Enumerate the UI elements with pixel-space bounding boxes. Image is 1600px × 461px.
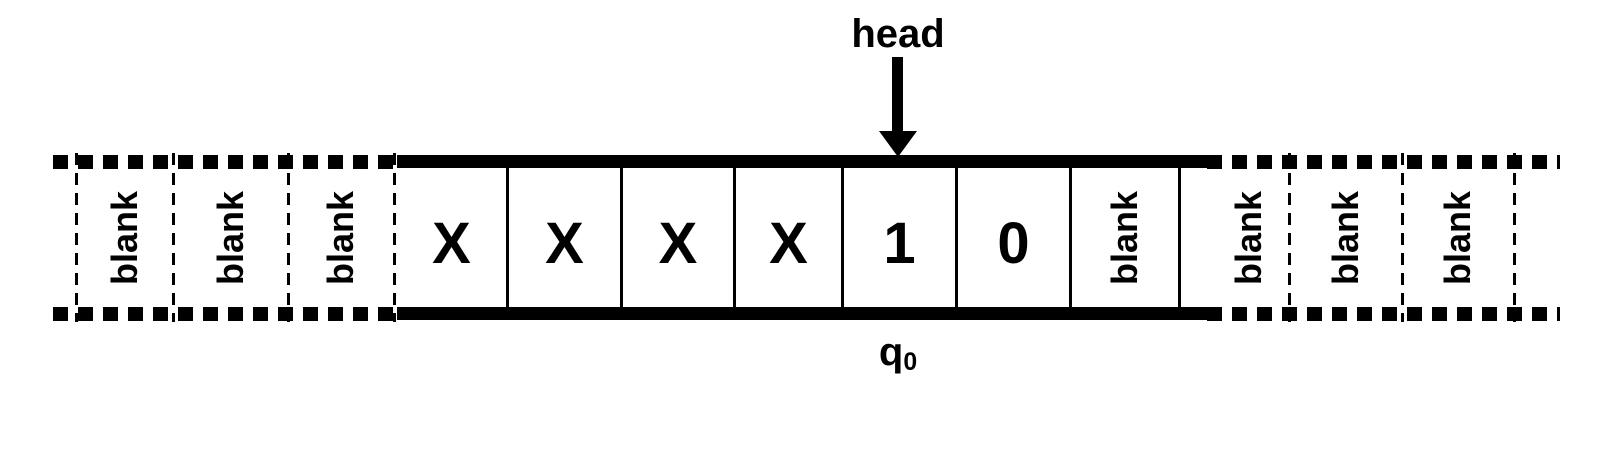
blank-cell-label: blank xyxy=(1228,190,1269,285)
tape-cell-blank: blank xyxy=(1072,168,1178,307)
blank-cell-label: blank xyxy=(210,190,251,285)
tape-cell-one: 1 xyxy=(844,168,955,307)
dotted-top-border-right xyxy=(1207,155,1560,169)
cell-symbol: 1 xyxy=(883,211,916,276)
dotted-top-border-left xyxy=(53,155,400,169)
dashed-divider xyxy=(1513,153,1516,322)
cell-symbol: X xyxy=(432,211,471,276)
cell-divider xyxy=(620,168,623,307)
blank-cell-label: blank xyxy=(104,190,145,285)
cell-divider xyxy=(841,168,844,307)
tape-cell-x: X xyxy=(509,168,620,307)
tape-bottom-border xyxy=(397,307,1207,320)
cell-divider xyxy=(955,168,958,307)
head-arrow-down-icon xyxy=(879,131,917,157)
cell-divider xyxy=(733,168,736,307)
dashed-divider xyxy=(1288,153,1291,322)
state-label: q0 xyxy=(878,330,918,377)
cell-divider xyxy=(1069,168,1072,307)
tape-cell-x: X xyxy=(623,168,733,307)
tape-cell-blank-left: blank xyxy=(175,168,287,307)
tape-cell-zero: 0 xyxy=(958,168,1069,307)
cell-symbol: 0 xyxy=(997,211,1030,276)
cell-divider xyxy=(1178,168,1181,307)
tape-cell-blank-left: blank xyxy=(78,168,172,307)
dashed-divider xyxy=(393,153,396,322)
blank-cell-label: blank xyxy=(1104,190,1145,285)
dashed-divider xyxy=(287,153,290,322)
tape-cell-blank-right: blank xyxy=(1291,168,1401,307)
tape-cell-blank-right: blank xyxy=(1210,168,1288,307)
blank-cell-label: blank xyxy=(320,190,362,285)
blank-cell-label: blank xyxy=(1325,190,1366,285)
cell-symbol: X xyxy=(658,211,698,276)
tape-cell-blank-left: blank xyxy=(290,168,393,307)
dotted-bottom-border-left xyxy=(53,307,400,321)
cell-symbol: X xyxy=(545,211,584,276)
dashed-divider xyxy=(172,153,175,322)
head-label: head xyxy=(851,12,945,56)
tape-cell-blank-right: blank xyxy=(1404,168,1513,307)
blank-cell-label: blank xyxy=(1437,190,1479,285)
dashed-divider xyxy=(75,153,78,322)
cell-divider xyxy=(506,168,509,307)
tape-top-border xyxy=(397,155,1207,168)
head-arrow-shaft xyxy=(892,57,903,133)
tape-cell-x: X xyxy=(736,168,841,307)
dashed-divider xyxy=(1401,153,1404,322)
tape-cell-x: X xyxy=(397,168,506,307)
dotted-bottom-border-right xyxy=(1207,307,1560,321)
cell-symbol: X xyxy=(769,211,808,276)
state-base: q xyxy=(878,330,904,374)
state-subscript: 0 xyxy=(903,349,918,377)
